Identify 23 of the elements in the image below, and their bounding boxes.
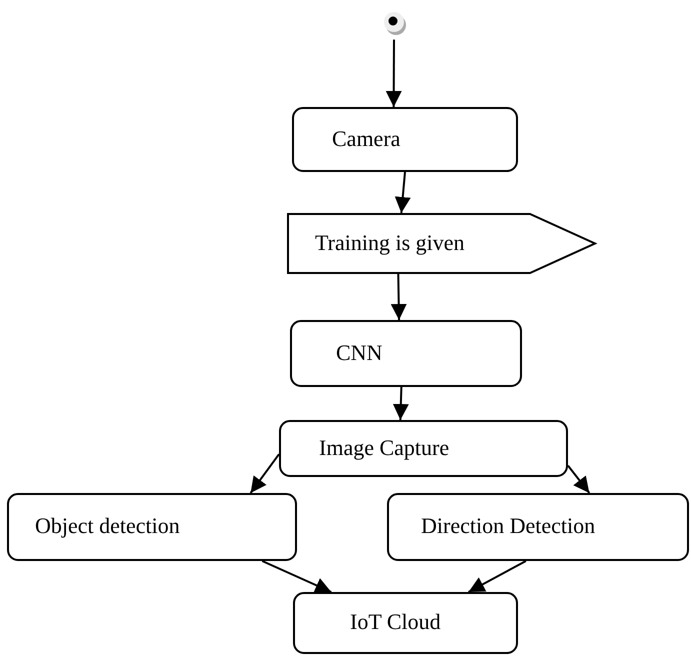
arrow <box>390 274 407 320</box>
process-box <box>292 107 518 172</box>
node-label: Image Capture <box>319 436 450 458</box>
node-label: IoT Cloud <box>350 611 441 633</box>
process-box <box>290 320 522 387</box>
arrow <box>394 172 411 214</box>
node-label: Direction Detection <box>421 515 596 537</box>
arrow <box>386 40 402 107</box>
process-box <box>7 493 297 561</box>
arrow <box>250 454 280 494</box>
arrow <box>567 464 590 494</box>
process-box <box>293 592 518 654</box>
arrow <box>262 560 332 593</box>
node-label: CNN <box>336 342 382 364</box>
start-circle <box>383 11 405 33</box>
arrow <box>392 386 409 420</box>
process-box <box>279 420 568 477</box>
node-label: Object detection <box>35 515 180 537</box>
arrow <box>468 560 526 593</box>
node-label: Camera <box>332 128 400 150</box>
process-box <box>387 493 689 561</box>
pentagon-box <box>287 213 596 274</box>
node-label: Training is given <box>315 232 465 254</box>
